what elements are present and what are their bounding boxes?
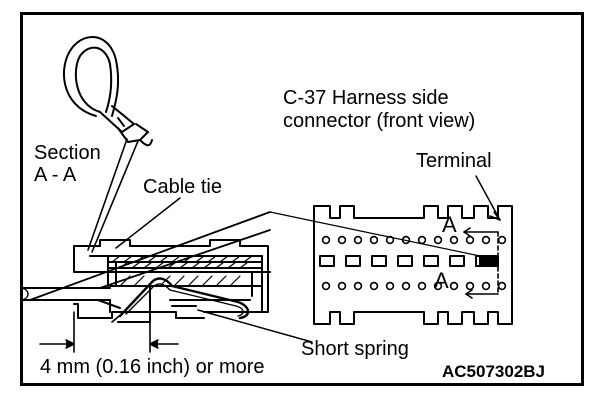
cable-tie-detail [62,36,153,253]
dimension-label: 4 mm (0.16 inch) or more [40,356,265,378]
connector-title-line2: connector (front view) [283,110,476,132]
section-arrow-a-upper: A [442,212,457,237]
section-label-line2: A - A [34,164,77,186]
short-spring-label: Short spring [301,338,409,360]
section-arrow-a-lower: A [434,268,449,293]
terminal-label: Terminal [416,150,492,172]
dimension-marker [39,311,179,353]
section-view [21,211,271,323]
connector-title-line1: C-37 Harness side [283,87,449,109]
connector-front-view [313,205,513,325]
leader-lines [115,175,501,343]
cable-tie-label: Cable tie [143,176,222,198]
section-label-line1: Section [34,142,101,164]
figure-border [20,12,584,386]
figure-code: AC507302BJ [442,362,546,381]
